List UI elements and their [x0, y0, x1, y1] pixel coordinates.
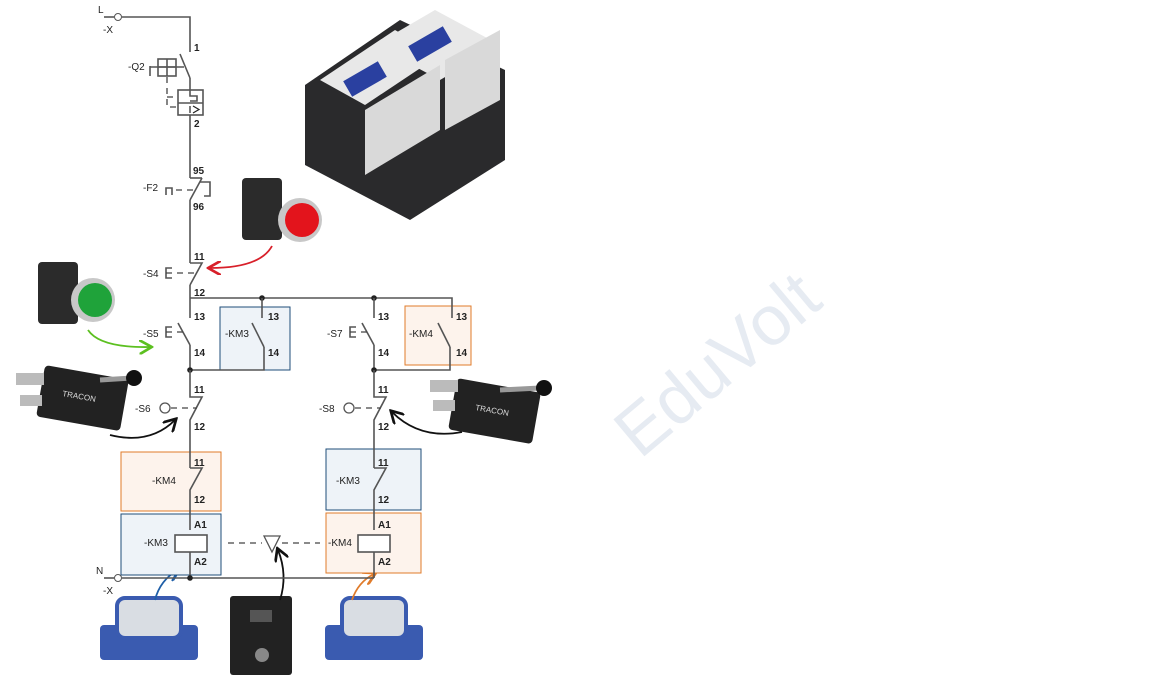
green-arrow	[87, 329, 150, 347]
s4-label: -S4	[143, 269, 159, 280]
watermark: EduVolt	[600, 257, 835, 472]
s8-pin-top: 11	[378, 385, 389, 396]
s5-label: -S5	[143, 329, 159, 340]
s6-pin-bottom: 12	[194, 422, 206, 433]
km3-coil-pin-a2: A2	[194, 557, 207, 568]
km4-coil-pin-a2: A2	[378, 557, 391, 568]
contactor-pair-photo	[305, 10, 505, 220]
q2-label: -Q2	[128, 62, 145, 73]
s6-label: -S6	[135, 404, 151, 415]
km3-hold-box	[219, 306, 291, 371]
s4-pin-top: 11	[194, 252, 205, 263]
km4-coil-label: -KM4	[328, 538, 352, 549]
red-stop-button-photo	[242, 178, 322, 242]
km3-interlock-label: -KM3	[336, 476, 360, 487]
km4-hold-label: -KM4	[409, 329, 433, 340]
km4-interlock-pin-top: 11	[194, 458, 205, 469]
km4-interlock-box	[120, 451, 222, 512]
s7-pin-top: 13	[378, 312, 390, 323]
limit-switch-photo-left: TRACON	[16, 365, 142, 431]
f2-pin-top: 95	[193, 166, 205, 177]
green-start-button-photo	[38, 262, 115, 324]
km3-hold-pin-bottom: 14	[268, 348, 280, 359]
s7-label: -S7	[327, 329, 343, 340]
s4-pin-bottom: 12	[194, 288, 206, 299]
limit-switch-photo-right: TRACON	[430, 378, 552, 444]
terminal-n-pin: N	[96, 566, 103, 577]
black-arrow-s8	[392, 412, 463, 435]
q2-pin-bottom: 2	[194, 119, 200, 130]
s7-pin-bottom: 14	[378, 348, 390, 359]
s8-pin-bottom: 12	[378, 422, 390, 433]
mechanical-interlock-photo	[230, 596, 292, 675]
km3-coil-pin-a1: A1	[194, 520, 207, 531]
s5-pin-bottom: 14	[194, 348, 206, 359]
km4-hold-pin-bottom: 14	[456, 348, 468, 359]
km3-interlock-pin-top: 11	[378, 458, 389, 469]
s6-pin-top: 11	[194, 385, 205, 396]
terminal-x-top-label: -X	[103, 25, 113, 36]
s8-label: -S8	[319, 404, 335, 415]
km4-interlock-pin-bottom: 12	[194, 495, 206, 506]
km3-hold-label: -KM3	[225, 329, 249, 340]
overcurrent-symbol	[189, 105, 201, 114]
f2-label: -F2	[143, 183, 158, 194]
f2-pin-bottom: 96	[193, 202, 205, 213]
wiring	[104, 13, 453, 582]
km4-hold-box	[404, 305, 472, 366]
km3-interlock-pin-bottom: 12	[378, 495, 390, 506]
coil-photo-left	[100, 596, 198, 660]
km4-coil-pin-a1: A1	[378, 520, 391, 531]
q2-pin-top: 1	[194, 43, 200, 54]
s5-pin-top: 13	[194, 312, 206, 323]
km3-hold-pin-top: 13	[268, 312, 280, 323]
km3-coil-label: -KM3	[144, 538, 168, 549]
black-arrow-interlock	[278, 550, 284, 601]
coil-photo-right	[325, 596, 423, 660]
orange-arrow	[351, 574, 374, 601]
terminal-l-pin: L	[98, 5, 104, 16]
km4-interlock-label: -KM4	[152, 476, 176, 487]
black-arrow-s6	[109, 420, 175, 439]
km4-hold-pin-top: 13	[456, 312, 468, 323]
terminal-x-bottom-label: -X	[103, 586, 113, 597]
red-arrow	[210, 245, 273, 268]
